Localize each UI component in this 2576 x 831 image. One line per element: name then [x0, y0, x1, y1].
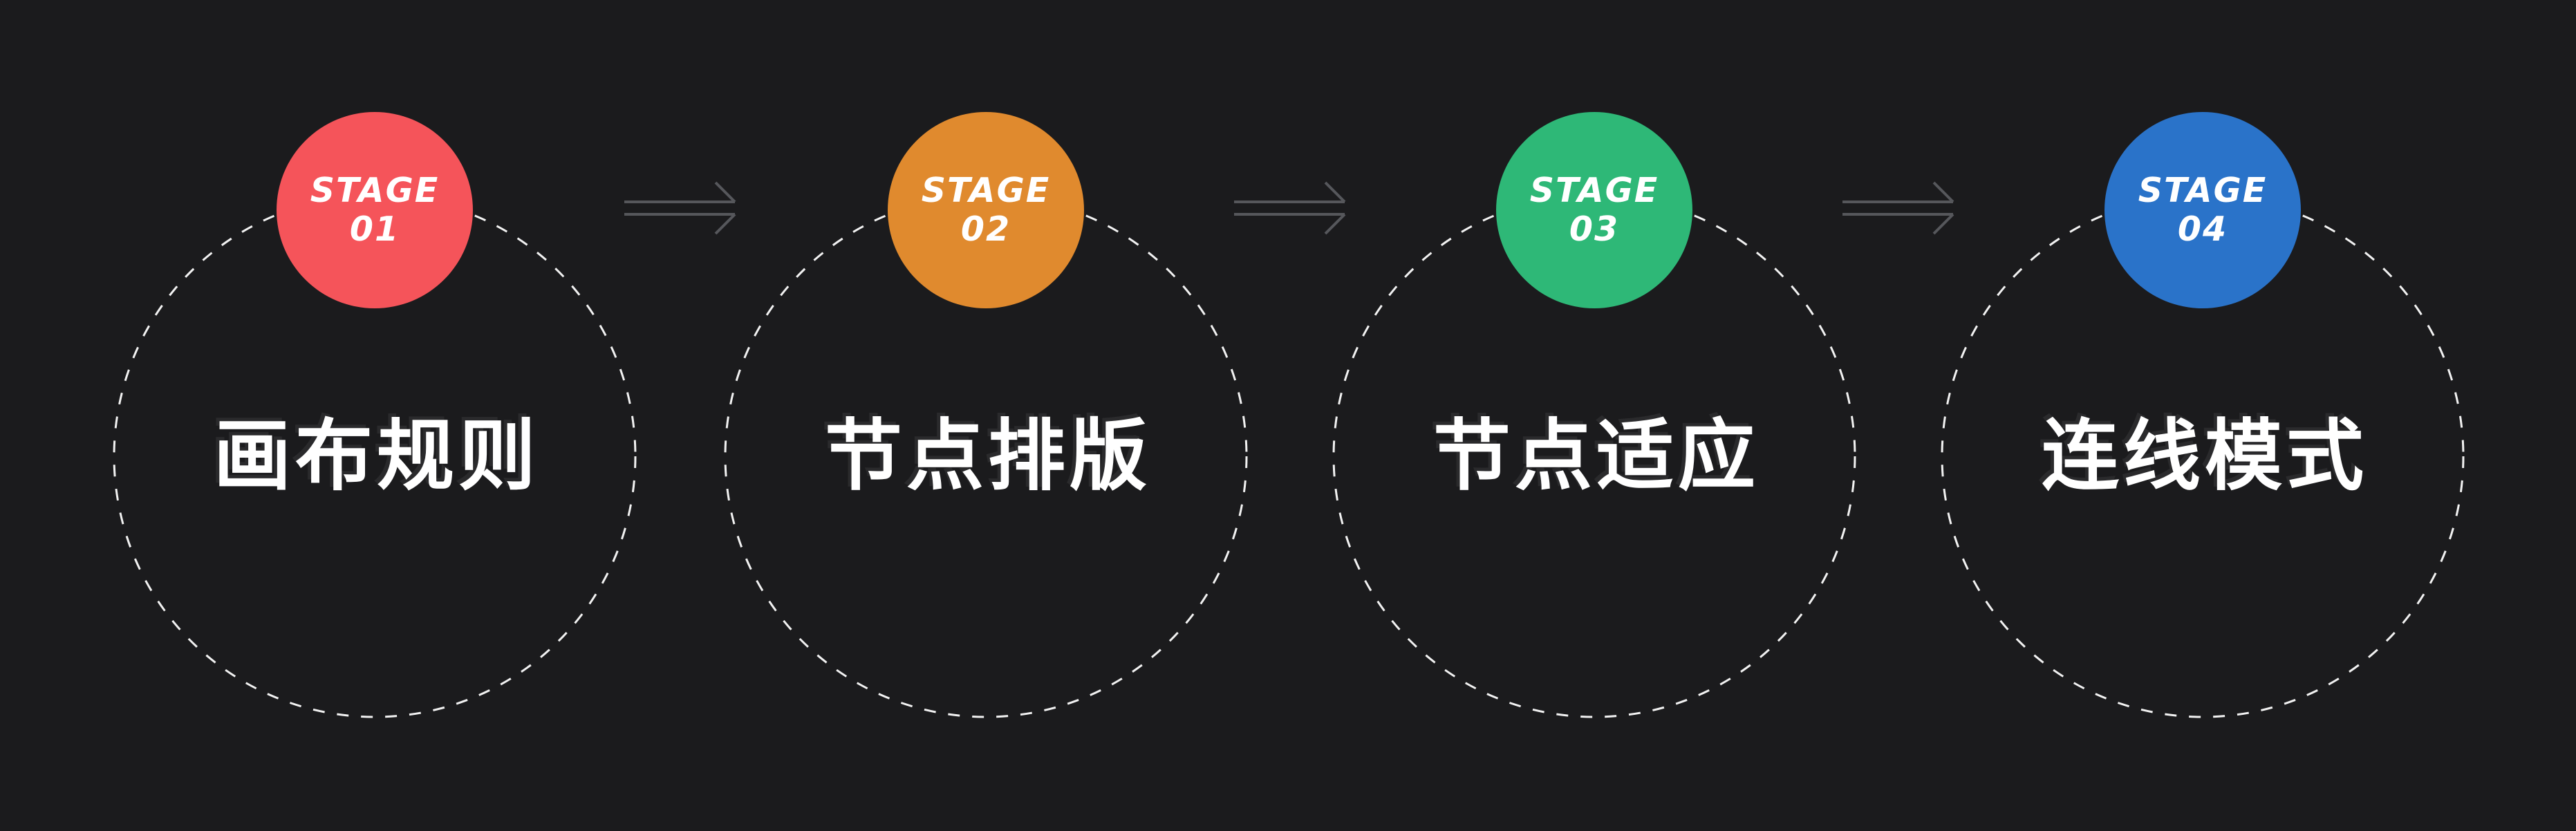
stage-group-3: STAGE 03 节点适应 [1332, 112, 1857, 719]
stage-group-4: STAGE 04 连线模式 [1940, 112, 2465, 719]
stage-title: 连线模式 [2042, 411, 2368, 501]
stage-badge-number: 01 [349, 209, 400, 249]
stage-badge-number: 04 [2177, 209, 2228, 249]
double-arrow-right-icon [624, 181, 736, 235]
stage-badge-label: STAGE [1529, 171, 1659, 210]
stage-title: 画布规则 [214, 411, 540, 501]
stage-badge-label: STAGE [921, 171, 1051, 210]
double-arrow-right-icon [1234, 181, 1346, 235]
stage-title: 节点排版 [825, 411, 1151, 501]
dashed-circle [1941, 194, 2465, 718]
stage-badge: STAGE 04 [2104, 112, 2301, 308]
stage-group-1: STAGE 01 画布规则 [112, 112, 637, 719]
double-arrow-right-icon [1842, 181, 1954, 235]
stage-title: 节点适应 [1433, 411, 1760, 501]
stage-badge-number: 02 [960, 209, 1011, 249]
stage-badge: STAGE 02 [888, 112, 1084, 308]
stage-badge-label: STAGE [310, 171, 440, 210]
stage-badge-label: STAGE [2138, 171, 2268, 210]
dashed-circle [724, 194, 1248, 718]
stage-badge: STAGE 03 [1496, 112, 1692, 308]
stage-badge: STAGE 01 [277, 112, 473, 308]
stage-badge-number: 03 [1569, 209, 1620, 249]
dashed-circle [113, 194, 637, 718]
stage-group-2: STAGE 02 节点排版 [723, 112, 1249, 719]
dashed-circle [1332, 194, 1856, 718]
